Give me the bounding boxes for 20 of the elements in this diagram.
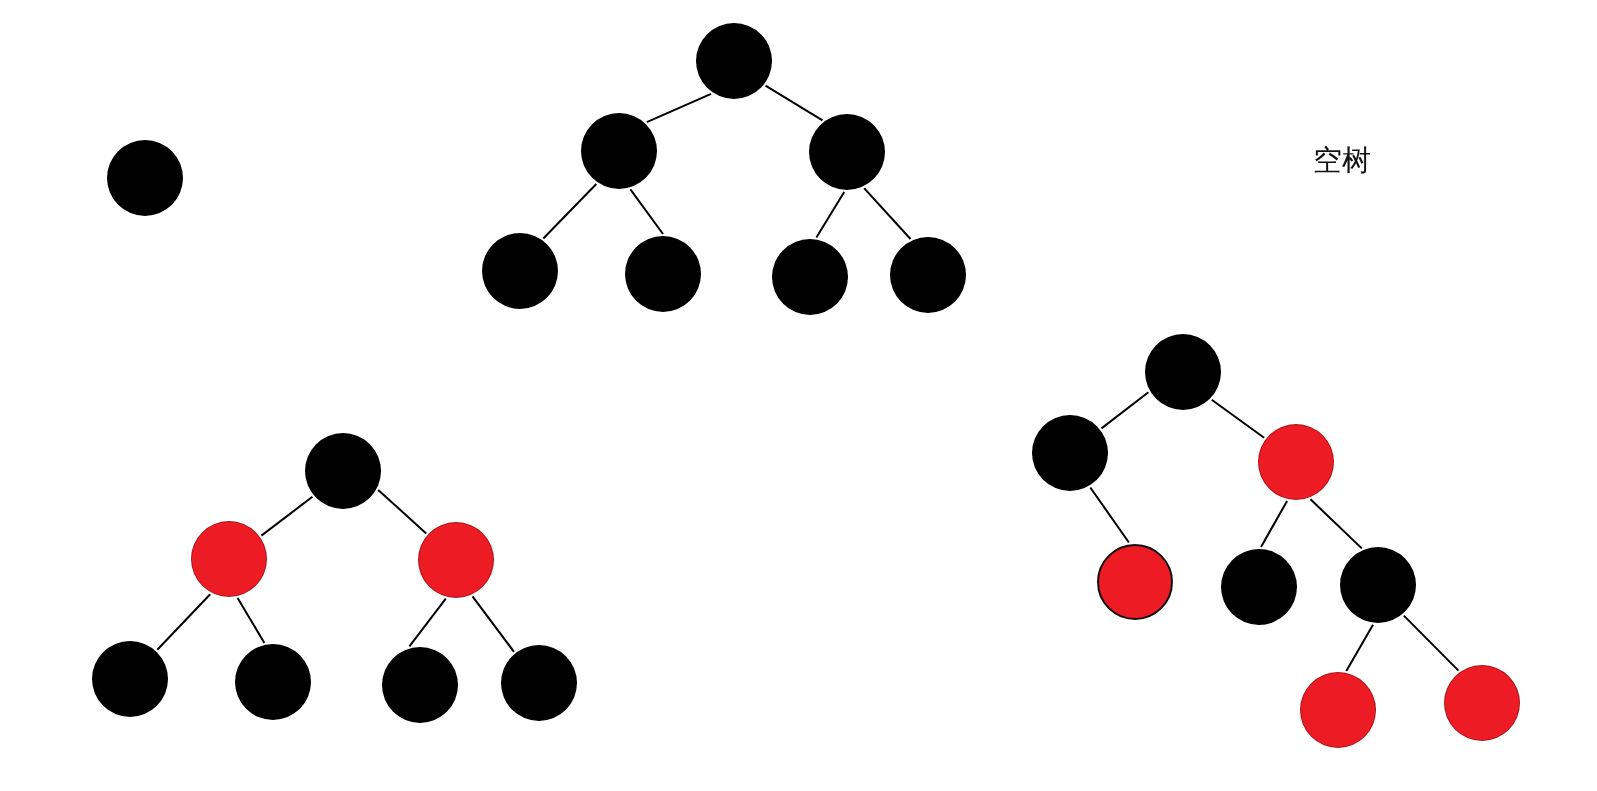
tree-edge [542,183,598,240]
tree-edge [408,597,447,648]
tree-edge [377,488,428,535]
tree-edge [1210,398,1266,439]
tree-edge [815,190,846,239]
tree-caption: 空树 [1313,142,1371,178]
tree-edge [236,597,266,644]
tree-edge [1260,500,1289,548]
tree-edge [471,595,515,653]
tree-edge [1309,498,1363,550]
tree-edge [1345,623,1374,672]
tree-edge [156,593,212,651]
tree-edge [629,188,664,235]
tree-edge [1100,391,1150,430]
tree-edge [260,495,314,537]
tree-edge [1089,486,1130,544]
tree-edge [863,187,912,240]
tree-edge [1402,614,1460,672]
tree-edge [645,92,713,124]
tree-edge [764,84,824,122]
